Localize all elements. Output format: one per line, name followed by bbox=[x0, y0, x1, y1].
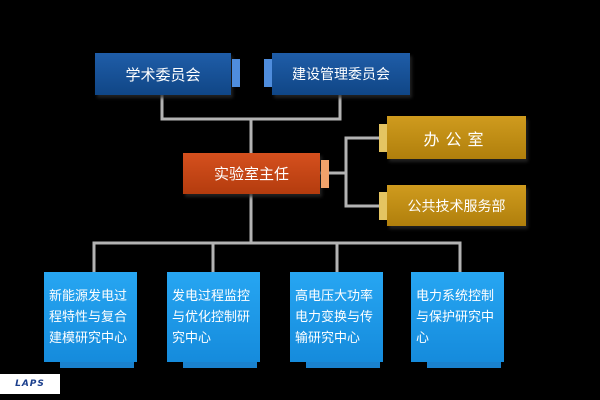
office-node: 办公室 bbox=[387, 116, 526, 159]
academic-committee-node: 学术委员会 bbox=[95, 53, 231, 95]
edge-committees-to-director bbox=[160, 95, 342, 121]
academic-committee-label: 学术委员会 bbox=[125, 65, 201, 84]
construction-committee-label: 建设管理委员会 bbox=[292, 67, 390, 83]
academic-committee-tab bbox=[232, 59, 240, 87]
center-generation-monitoring-node: 发电过程监控与优化控制研究中心 bbox=[167, 272, 260, 362]
edge-centers-bus bbox=[92, 241, 462, 272]
center-high-voltage-base bbox=[306, 362, 380, 368]
office-tab bbox=[379, 124, 387, 152]
lab-director-tab bbox=[321, 160, 329, 188]
public-tech-service-tab bbox=[379, 192, 387, 220]
edge-side-units-bracket bbox=[344, 136, 385, 208]
center-generation-monitoring-base bbox=[183, 362, 257, 368]
center-power-system-label: 电力系统控制与保护研究中心 bbox=[416, 288, 495, 346]
laps-logo-text: LAPS bbox=[15, 379, 45, 389]
center-high-voltage-node: 高电压大功率电力变换与传输研究中心 bbox=[290, 272, 383, 362]
center-high-voltage-label: 高电压大功率电力变换与传输研究中心 bbox=[295, 288, 374, 346]
center-new-energy-base bbox=[60, 362, 134, 368]
center-new-energy-node: 新能源发电过程特性与复合建模研究中心 bbox=[44, 272, 137, 362]
construction-committee-tab bbox=[264, 59, 272, 87]
office-label: 办公室 bbox=[423, 129, 490, 149]
lab-director-label: 实验室主任 bbox=[213, 165, 289, 183]
center-power-system-node: 电力系统控制与保护研究中心 bbox=[411, 272, 504, 362]
construction-committee-node: 建设管理委员会 bbox=[272, 53, 410, 95]
public-tech-service-label: 公共技术服务部 bbox=[407, 198, 506, 215]
center-power-system-base bbox=[427, 362, 501, 368]
public-tech-service-node: 公共技术服务部 bbox=[387, 185, 526, 226]
laps-logo: LAPS bbox=[0, 374, 60, 394]
lab-director-node: 实验室主任 bbox=[183, 153, 320, 194]
center-new-energy-label: 新能源发电过程特性与复合建模研究中心 bbox=[49, 288, 128, 346]
center-generation-monitoring-label: 发电过程监控与优化控制研究中心 bbox=[172, 288, 251, 346]
